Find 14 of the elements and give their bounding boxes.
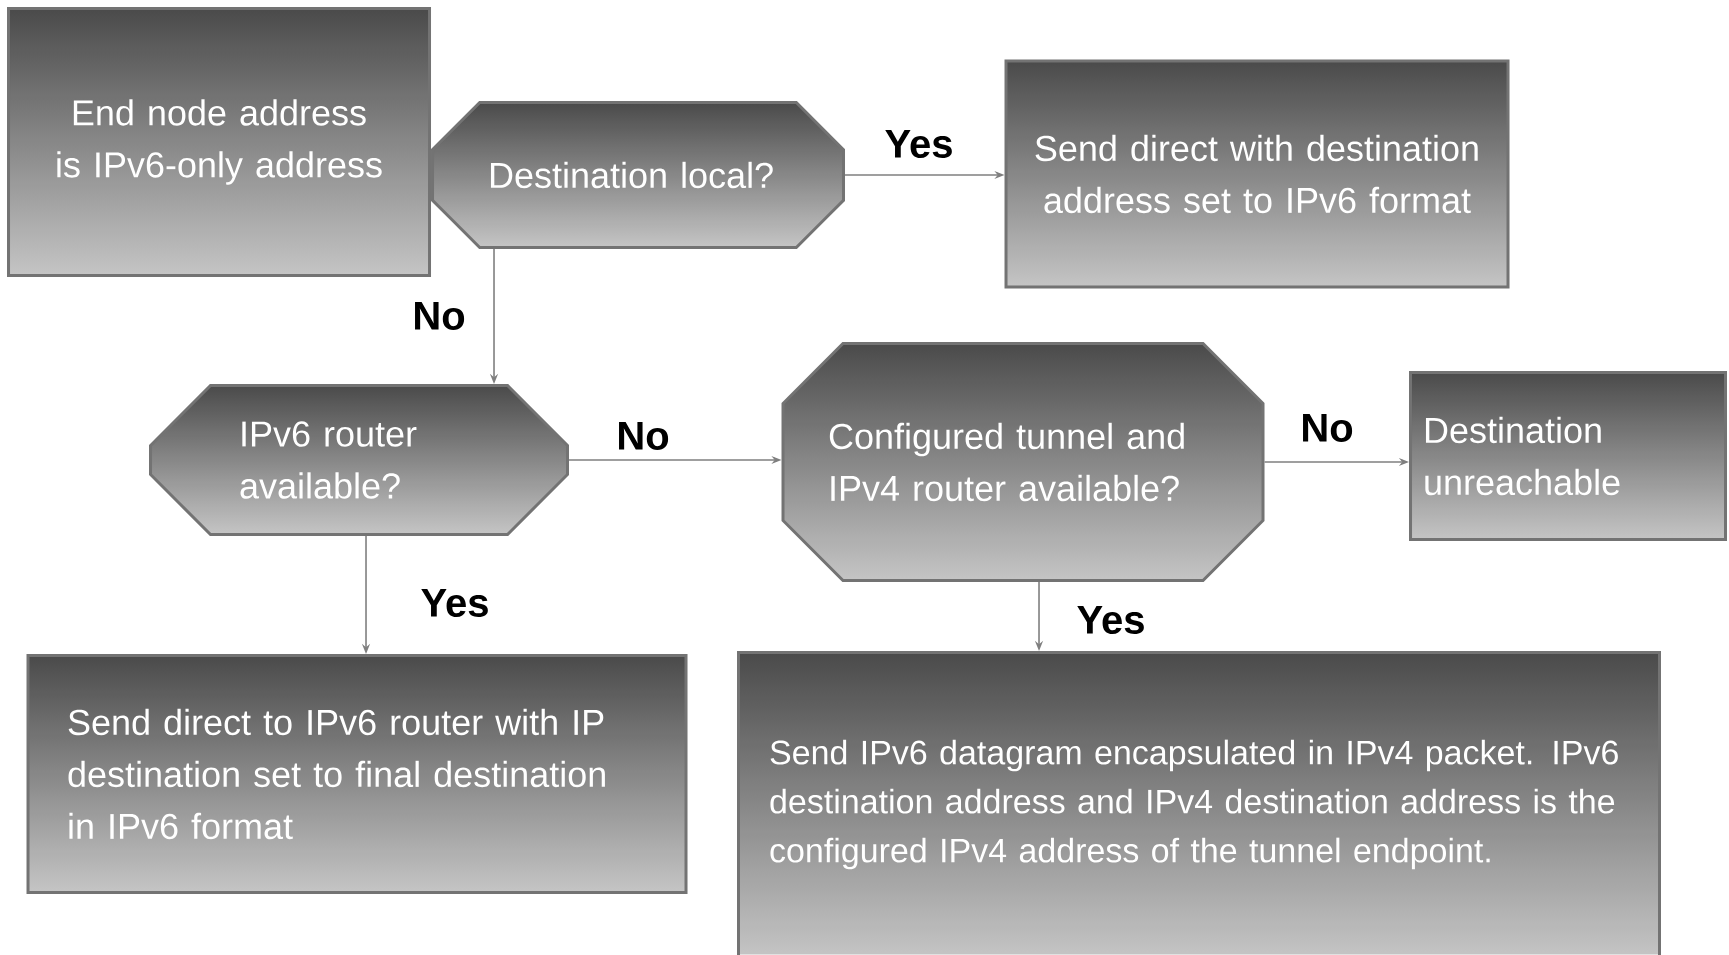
edge-label: Yes [885, 130, 952, 158]
process-box: Send direct to IPv6 router with IP destination set to final destination in IPv6 format [26, 654, 688, 894]
edge-label: No [619, 422, 669, 450]
edge-label: Yes [421, 589, 488, 617]
edge-label: No [1303, 414, 1353, 442]
decision-octagon: Destination local? [431, 101, 845, 249]
process-box: End node address is IPv6-only address [7, 7, 431, 277]
edge-label: Yes [1077, 606, 1144, 634]
process-box: Send direct with destination address set to IPv6 format [1004, 59, 1510, 289]
edge-label: No [415, 302, 465, 330]
decision-octagon: IPv6 router available? [149, 384, 569, 536]
process-box: Send IPv6 datagram encapsulated in IPv4 packet. IPv6 destination address and IPv4 destination address is the configured IPv4 address of the tunnel endpoint. [737, 651, 1661, 955]
decision-octagon: Configured tunnel and IPv4 router available? [781, 342, 1265, 582]
process-box: Destination unreachable [1409, 371, 1727, 541]
